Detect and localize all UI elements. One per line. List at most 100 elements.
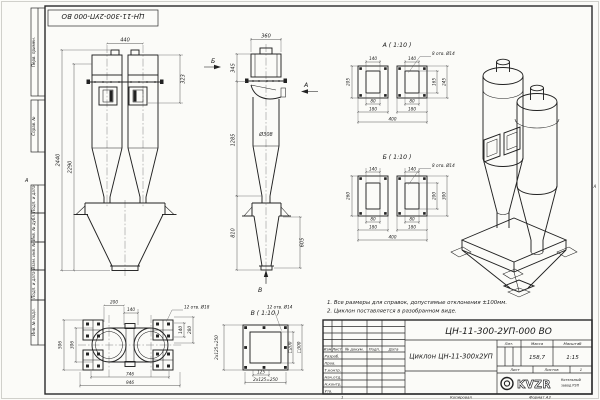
detail-a-view: А ( 1:10 ) 8 отв. Ø14 140 140 205 165 24… [346, 42, 455, 124]
top-stamp: ЦН-11-300-2УП-000 ВО [47, 9, 159, 27]
sheets-value: 1 [580, 367, 582, 372]
detail-b-dim-180-r: 180 [408, 225, 416, 230]
detail-b-dim-80-l: 80 [370, 217, 376, 222]
mass-value: 158,7 [529, 355, 545, 361]
row-utv: Утв. [325, 389, 333, 394]
company-line-2: завод РЗП [561, 384, 580, 388]
lit-label: Лит. [504, 341, 514, 346]
detail-v-title: В ( 1:10 ) [251, 310, 280, 317]
top-stamp-text: ЦН-11-300-2УП-000 ВО [61, 12, 144, 20]
front-dim-inlet: 323 [181, 74, 187, 84]
detail-b-title: Б ( 1:10 ) [383, 154, 412, 161]
detail-b-dim-80-r: 80 [409, 217, 415, 222]
scale-label: Масштаб [563, 341, 582, 346]
margin-label-podp-data-1: Подп. и дата [31, 185, 36, 213]
zone-marker-right: А [593, 184, 597, 189]
detail-a-title: А ( 1:10 ) [382, 42, 412, 49]
plan-dim-280: 280 [187, 326, 192, 334]
detail-v-dim-250: 2x125=250 [253, 377, 278, 382]
col-data: Дата [388, 347, 400, 352]
margin-label-podp-data-2: Подп. и дата [31, 271, 36, 299]
plan-dim-506: 506 [58, 341, 63, 349]
front-dim-body: 2290 [68, 161, 74, 174]
detail-b-dim-400: 400 [389, 235, 397, 240]
doc-number: ЦН-11-300-2УП-000 ВО [445, 327, 552, 337]
detail-b-view: Б ( 1:10 ) 8 отв. Ø14 140 140 260 200 30… [346, 154, 455, 242]
margin-label-inv-podl: Инв. № подл. [31, 308, 36, 336]
detail-v-holes-note: 12 отв. Ø14 [267, 305, 293, 310]
margin-label-inv-dubl: Инв. № дубл. [31, 214, 36, 241]
mass-label: Масса [531, 341, 544, 346]
detail-b-dim-260: 260 [346, 192, 351, 200]
zone-marker-left: А [24, 178, 29, 184]
title-block: Изм Лист № докум. Подп. Дата Разраб. Про… [322, 319, 593, 395]
side-view: Ø308 360 345 1285 810 605 Б А В [204, 34, 318, 294]
margin-label-sprav-no: Справ. № [31, 116, 36, 135]
side-dim-top: 345 [231, 63, 237, 73]
detail-a-dim-180-l: 180 [369, 107, 377, 112]
detail-b-dim-180-l: 180 [369, 225, 377, 230]
note-line-2: 2. Циклон поставляется в разобранном вид… [327, 309, 457, 315]
detail-v-dim-sq300: □300 [297, 341, 302, 353]
detail-a-holes-note: 8 отв. Ø14 [432, 51, 455, 56]
detail-b-holes-note: 8 отв. Ø14 [432, 163, 455, 168]
scale-value: 1:15 [566, 355, 579, 361]
side-dim-diameter: Ø308 [258, 131, 272, 138]
row-razrab: Разраб. [325, 354, 340, 359]
col-izm: Изм [324, 347, 332, 352]
company-logo: KVZR Котельный завод РЗП [500, 376, 581, 391]
footer-format: Формат А3 [529, 395, 551, 400]
detail-b-dim-140-l: 140 [369, 167, 377, 172]
col-docum: № докум. [344, 347, 364, 352]
plan-dim-306: 306 [70, 341, 75, 349]
margin-label-perv-primen: Перв. примен. [31, 37, 36, 67]
plan-dim-746: 746 [126, 372, 134, 377]
detail-a-dim-80-l: 80 [370, 99, 376, 104]
logo-emblem-icon [500, 376, 514, 391]
row-tkontr: Т.контр. [325, 368, 341, 373]
plan-dim-946: 946 [126, 380, 134, 385]
detail-a-dim-165: 165 [432, 78, 437, 86]
plan-dim-200: 200 [110, 300, 118, 305]
detail-v-dim-125: 125 [257, 370, 265, 375]
note-line-1: 1. Все размеры для справок, допустимые о… [327, 300, 507, 306]
col-podp: Подп. [369, 347, 381, 352]
detail-a-dim-140-r: 140 [408, 56, 416, 61]
plan-view: 200 140 12 отв. Ø18 506 306 746 946 140 … [58, 300, 210, 388]
plan-holes-note: 12 отв. Ø18 [184, 305, 210, 310]
detail-a-dim-140-l: 140 [369, 56, 377, 61]
front-view: 440 2440 2290 323 [56, 38, 187, 278]
logo-text: KVZR [517, 379, 551, 391]
detail-a-dim-205: 205 [346, 78, 351, 86]
row-prov: Пров. [325, 361, 336, 366]
side-dim-width: 360 [261, 34, 271, 40]
margin-label-vzam-inv: Взам. инв. № [31, 242, 36, 269]
detail-a-dim-180-r: 180 [408, 107, 416, 112]
margin-columns: Перв. примен. Справ. № А Подп. и дата Ин… [24, 7, 597, 346]
detail-v-dim-sq200: □200 [288, 341, 293, 353]
row-nkontr: Н.контр. [325, 382, 342, 387]
row-nachotd: Нач.отд. [325, 375, 342, 380]
detail-v-view: В ( 1:10 ) 12 отв. Ø14 □200 □300 125 2x1… [214, 305, 304, 385]
col-list: Лист [331, 347, 342, 352]
sheets-label: Листов [543, 367, 559, 372]
doc-name: Циклон ЦН-11-300х2УП [409, 353, 492, 361]
detail-a-dim-80-r: 80 [409, 99, 415, 104]
footer-zone: 1 [341, 395, 343, 400]
footer-strip: 1 Копировал Формат А3 [341, 395, 551, 400]
detail-a-dim-400: 400 [389, 117, 397, 122]
corner-flanges [82, 319, 174, 371]
front-dim-axes: 440 [120, 38, 130, 44]
sheet-label: Лист [509, 367, 520, 372]
detail-a-dim-245: 245 [442, 78, 447, 86]
company-line-1: Котельный [561, 378, 581, 382]
technical-notes: 1. Все размеры для справок, допустимые о… [327, 300, 507, 315]
side-dim-mid: 1285 [231, 134, 237, 147]
detail-b-dim-300: 300 [442, 192, 447, 200]
footer-copied: Копировал [450, 395, 472, 400]
detail-b-dim-140-r: 140 [408, 167, 416, 172]
isometric-view [450, 58, 578, 298]
view-arrow-a-label: А [303, 82, 308, 89]
